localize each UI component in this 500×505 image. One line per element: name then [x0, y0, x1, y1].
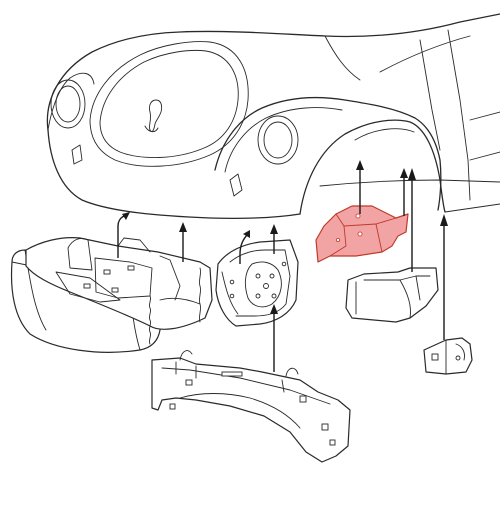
arrow-bracket-to-arch-2 — [400, 168, 408, 216]
arrow-housing-to-body — [239, 230, 250, 264]
front-crossmember-part — [25, 237, 213, 345]
arrow-housing-to-body-2 — [270, 224, 278, 254]
arrow-frame-to-housing — [270, 304, 278, 372]
car-body-outline — [46, 13, 500, 220]
arrow-channel-to-body — [408, 168, 416, 272]
inner-wheel-housing-part — [215, 239, 299, 327]
arrow-crossmember-to-body — [117, 212, 130, 258]
arrow-jack-to-body — [440, 214, 448, 340]
jack-point-bracket-part — [423, 337, 473, 375]
heater-channel-end-part — [345, 267, 439, 323]
frame-head-part — [151, 350, 351, 463]
fender-support-bracket-part — [315, 205, 409, 263]
arrow-crossmember-to-body-2 — [179, 222, 187, 262]
arrow-bracket-to-arch — [356, 160, 364, 214]
